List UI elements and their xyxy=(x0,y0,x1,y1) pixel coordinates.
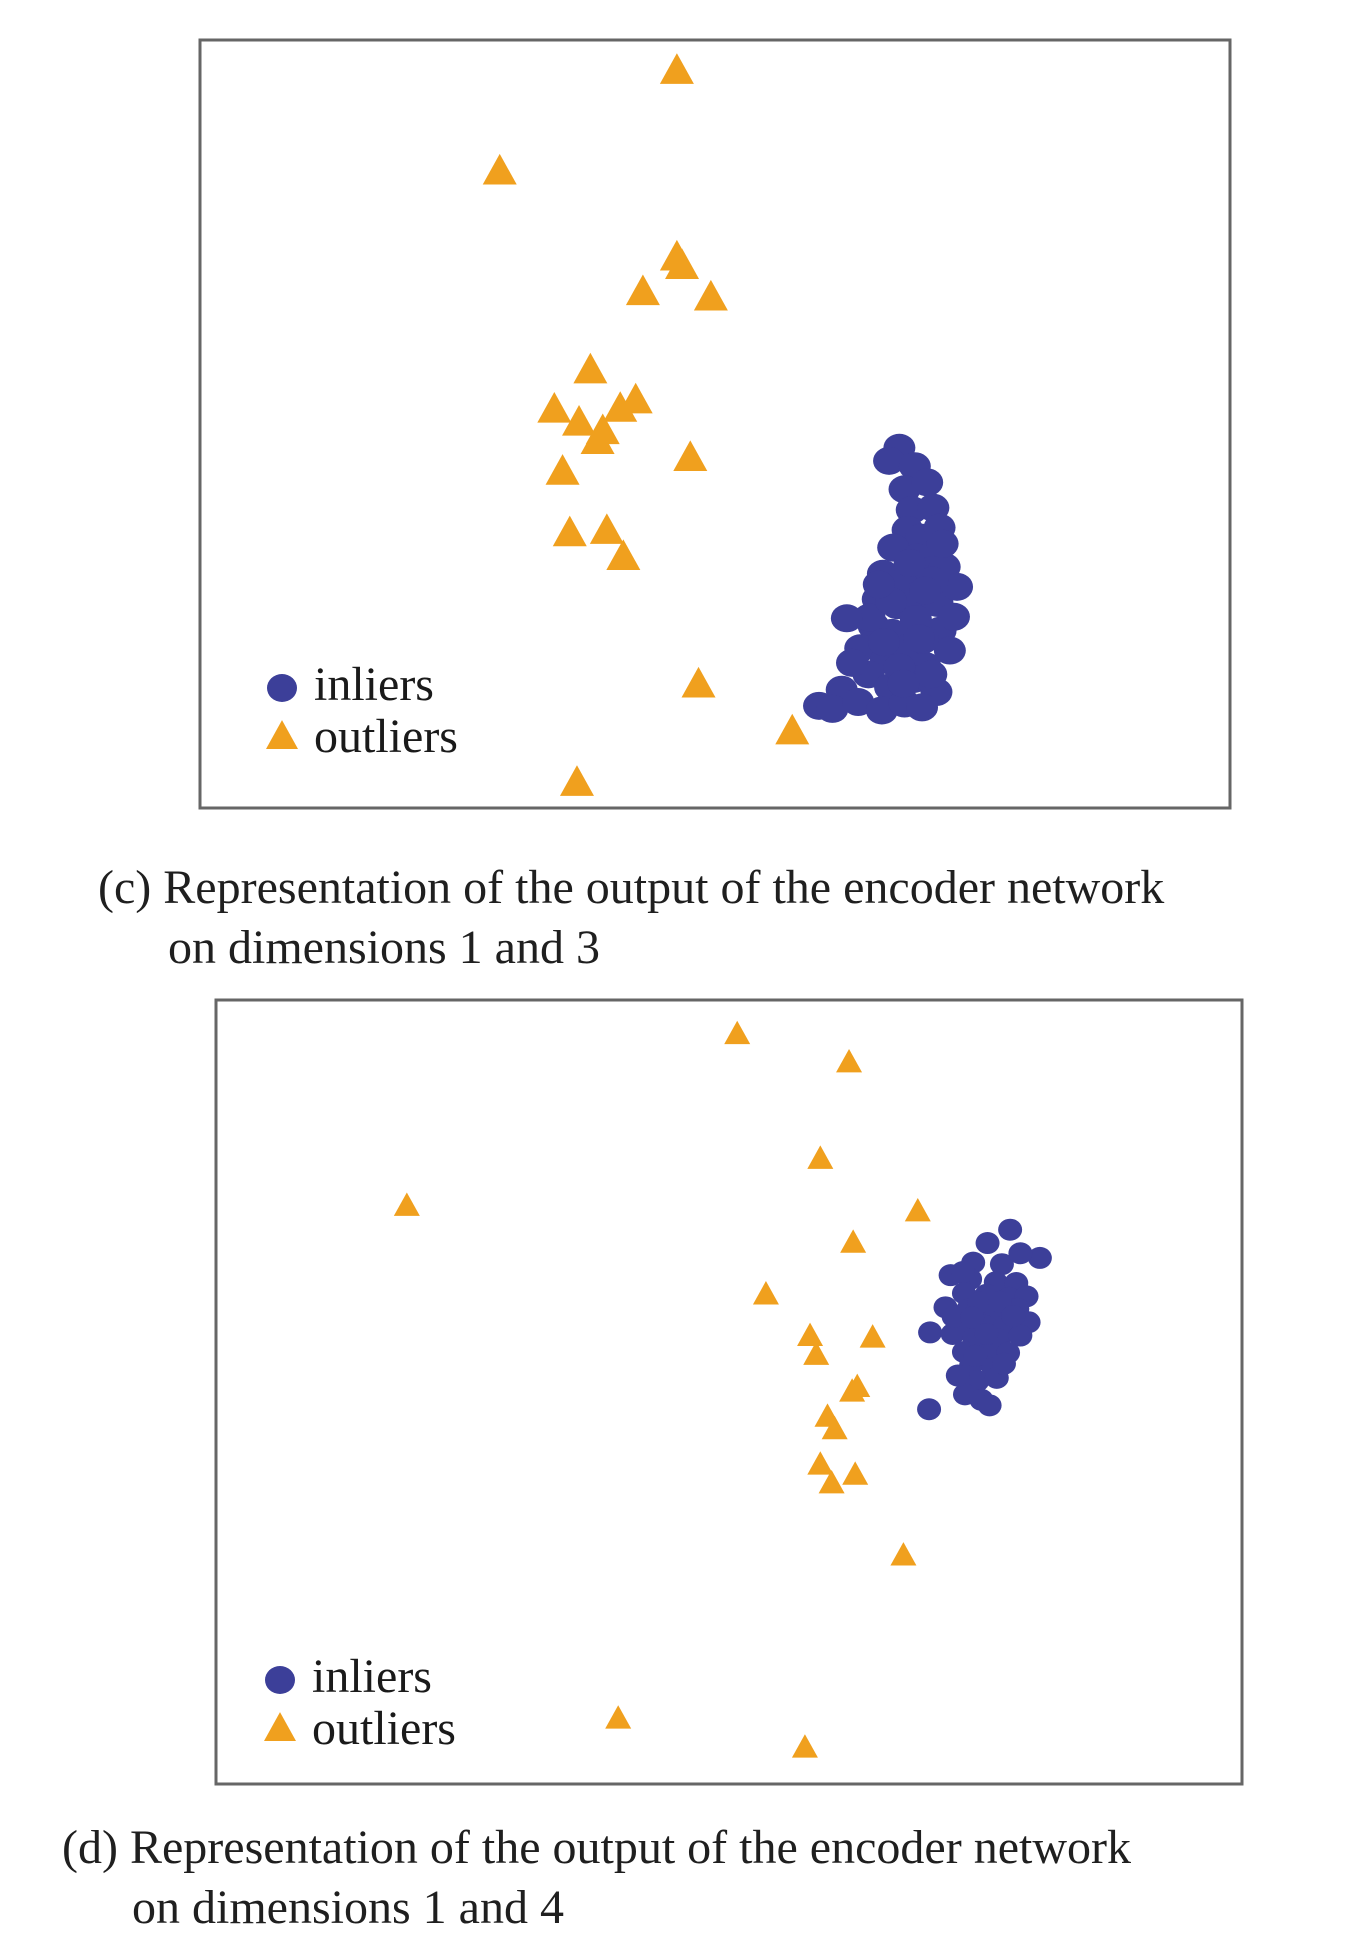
outlier-point xyxy=(807,1451,834,1475)
outlier-point xyxy=(836,1048,863,1073)
inlier-point xyxy=(1008,1324,1033,1347)
inlier-point xyxy=(960,1306,985,1329)
inlier-point xyxy=(893,549,926,578)
legend-label-inliers: inliers xyxy=(312,1650,432,1703)
outlier-point xyxy=(693,279,728,311)
outlier-point xyxy=(552,515,587,547)
outlier-point xyxy=(673,440,708,471)
outlier-point xyxy=(603,391,638,422)
inlier-point xyxy=(918,1321,943,1344)
inliers-series xyxy=(803,433,974,725)
outlier-point xyxy=(618,382,653,414)
outlier-point xyxy=(580,423,615,455)
plot-frame xyxy=(198,38,1232,810)
outliers-series xyxy=(482,53,810,796)
legend-label-outliers: outliers xyxy=(312,1702,456,1755)
inlier-point xyxy=(830,604,863,633)
inlier-point xyxy=(941,1305,966,1328)
inlier-point xyxy=(1008,1242,1033,1265)
caption-d: (d) Representation of the output of the … xyxy=(62,1818,1131,1938)
outlier-point xyxy=(839,1378,866,1402)
outlier-point xyxy=(681,666,716,698)
outliers-series xyxy=(393,1020,931,1758)
legend-outliers-marker xyxy=(264,1712,296,1741)
outlier-point xyxy=(775,713,810,745)
outlier-point xyxy=(842,1461,869,1485)
outlier-point xyxy=(482,153,517,185)
inlier-point xyxy=(862,570,895,599)
inlier-point xyxy=(926,529,959,558)
plot-frame xyxy=(214,998,1244,1786)
inliers-series xyxy=(917,1218,1052,1421)
caption-d-line2: on dimensions 1 and 4 xyxy=(132,1881,564,1934)
outlier-point xyxy=(752,1281,779,1305)
caption-d-line1: (d) Representation of the output of the … xyxy=(62,1821,1131,1874)
legend-inliers-marker xyxy=(267,674,297,702)
legend-label-outliers: outliers xyxy=(314,710,458,763)
outlier-point xyxy=(859,1324,886,1348)
outlier-point xyxy=(625,274,660,306)
outlier-point xyxy=(797,1322,824,1347)
legend-label-inliers: inliers xyxy=(314,658,434,711)
inlier-point xyxy=(853,603,886,632)
outlier-point xyxy=(840,1229,867,1253)
outlier-point xyxy=(818,1470,845,1494)
caption-c-line2: on dimensions 1 and 3 xyxy=(168,921,600,974)
outlier-point xyxy=(606,539,641,571)
inlier-point xyxy=(911,468,944,497)
outlier-point xyxy=(537,391,572,423)
inlier-point xyxy=(941,572,974,601)
inlier-point xyxy=(909,576,942,605)
inlier-point xyxy=(887,669,920,698)
outlier-point xyxy=(589,513,624,544)
inlier-point xyxy=(873,446,906,475)
inlier-point xyxy=(1001,1304,1026,1327)
caption-c: (c) Representation of the output of the … xyxy=(98,858,1164,978)
outlier-point xyxy=(559,765,594,796)
inlier-point xyxy=(915,660,948,689)
inlier-point xyxy=(867,628,900,657)
inlier-point xyxy=(937,602,970,631)
inlier-point xyxy=(1027,1246,1052,1269)
inlier-point xyxy=(902,624,935,653)
inlier-point xyxy=(974,1322,999,1345)
inlier-point xyxy=(977,1394,1002,1417)
outlier-point xyxy=(573,352,608,384)
caption-c-line1: (c) Representation of the output of the … xyxy=(98,861,1165,914)
legend-inliers-marker xyxy=(265,1666,295,1694)
inlier-point xyxy=(998,1218,1023,1241)
inlier-point xyxy=(933,636,966,665)
legend-outliers-marker xyxy=(266,720,298,749)
outlier-point xyxy=(393,1192,420,1216)
outlier-point xyxy=(821,1415,848,1440)
outlier-point xyxy=(904,1197,931,1222)
outlier-point xyxy=(562,405,597,436)
inlier-point xyxy=(991,1352,1016,1375)
inlier-point xyxy=(975,1232,1000,1255)
inlier-point xyxy=(950,1261,975,1284)
inlier-point xyxy=(940,1322,965,1345)
inlier-point xyxy=(835,648,868,677)
outlier-point xyxy=(890,1542,917,1566)
outlier-point xyxy=(605,1705,632,1729)
outlier-point xyxy=(803,1341,830,1365)
inlier-point xyxy=(963,1344,988,1367)
outlier-point xyxy=(665,248,700,279)
inlier-point xyxy=(989,1253,1014,1276)
inlier-point xyxy=(917,1398,942,1421)
outlier-point xyxy=(545,454,580,485)
outlier-point xyxy=(724,1020,751,1045)
inlier-point xyxy=(816,694,849,723)
inlier-point xyxy=(945,1364,970,1387)
outlier-point xyxy=(807,1145,834,1169)
outlier-point xyxy=(791,1734,818,1758)
inlier-point xyxy=(906,693,939,722)
outlier-point xyxy=(659,53,694,84)
